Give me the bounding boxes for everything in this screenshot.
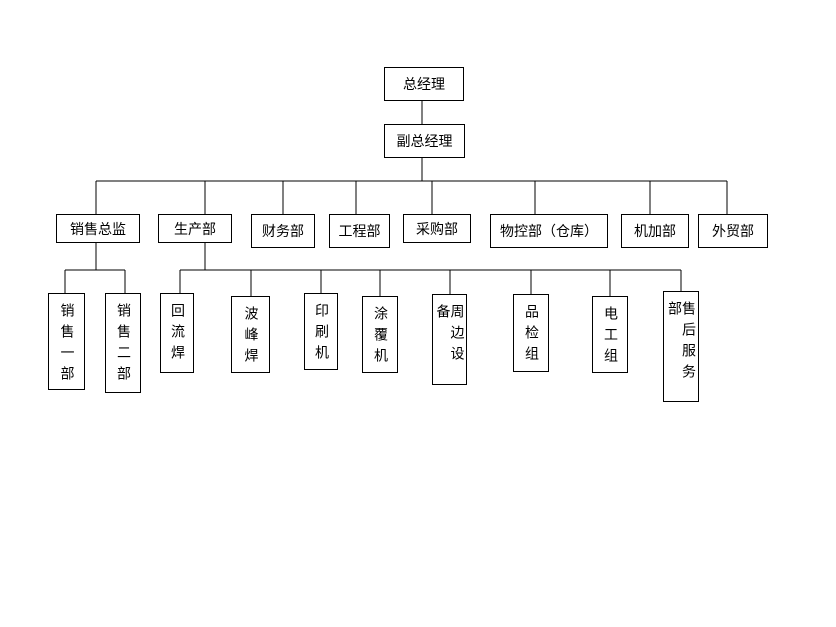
node-general-manager: 总经理 bbox=[384, 67, 464, 101]
node-quality-inspection-label: 品检组 bbox=[523, 304, 539, 367]
node-sales-unit-2-label: 销售二部 bbox=[115, 303, 131, 387]
node-sales-unit-1: 销售一部 bbox=[48, 293, 85, 390]
node-purchasing-dept: 采购部 bbox=[403, 214, 471, 243]
node-reflow-soldering: 回流焊 bbox=[160, 293, 194, 373]
node-after-sales-service-label: 售后服务部 bbox=[666, 301, 696, 385]
node-peripheral-equipment-label: 周边设备 bbox=[434, 304, 465, 367]
node-material-control-dept: 物控部（仓库） bbox=[490, 214, 608, 248]
node-wave-soldering-label: 波峰焊 bbox=[242, 306, 259, 369]
node-machining-dept: 机加部 bbox=[621, 214, 689, 248]
node-coating-machine-label: 涂覆机 bbox=[372, 306, 388, 369]
node-electrician-team: 电工组 bbox=[592, 296, 628, 373]
node-sales-unit-1-label: 销售一部 bbox=[58, 303, 75, 387]
node-finance-dept: 财务部 bbox=[251, 214, 315, 248]
node-deputy-general-manager: 副总经理 bbox=[384, 124, 465, 158]
node-printing-machine-label: 印刷机 bbox=[313, 303, 329, 366]
node-after-sales-service: 售后服务部 bbox=[663, 291, 699, 402]
node-foreign-trade-dept: 外贸部 bbox=[698, 214, 768, 248]
node-sales-unit-2: 销售二部 bbox=[105, 293, 141, 393]
node-wave-soldering: 波峰焊 bbox=[231, 296, 270, 373]
node-coating-machine: 涂覆机 bbox=[362, 296, 398, 373]
node-printing-machine: 印刷机 bbox=[304, 293, 338, 370]
node-electrician-team-label: 电工组 bbox=[602, 306, 618, 369]
node-sales-director: 销售总监 bbox=[56, 214, 140, 243]
node-reflow-soldering-label: 回流焊 bbox=[169, 303, 185, 366]
node-peripheral-equipment: 周边设备 bbox=[432, 294, 467, 385]
node-quality-inspection: 品检组 bbox=[513, 294, 549, 372]
node-engineering-dept: 工程部 bbox=[329, 214, 390, 248]
node-production-dept: 生产部 bbox=[158, 214, 232, 243]
